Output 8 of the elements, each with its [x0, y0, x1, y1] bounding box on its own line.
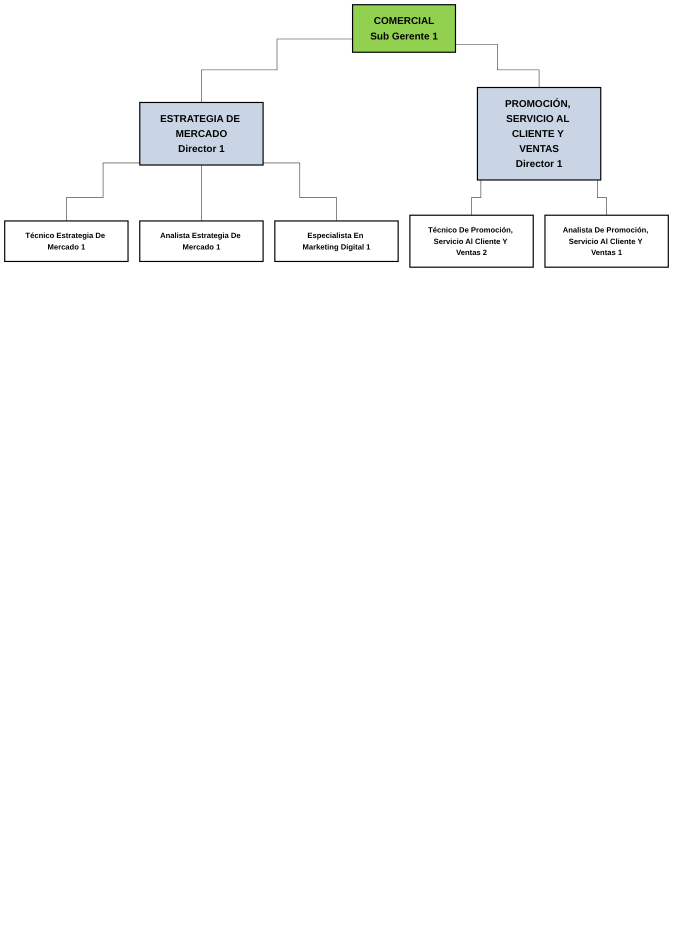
connector: [455, 44, 540, 88]
node-box: ESTRATEGIA DE MERCADO Director 1: [139, 102, 264, 166]
node-box: PROMOCIÓN, SERVICIO AL CLIENTE Y VENTAS Director 1: [476, 86, 602, 181]
connector: [262, 162, 337, 222]
connector: [201, 164, 202, 222]
node-box: COMERCIAL Sub Gerente 1: [352, 4, 456, 53]
connector: [66, 162, 140, 222]
connector: [201, 38, 353, 103]
